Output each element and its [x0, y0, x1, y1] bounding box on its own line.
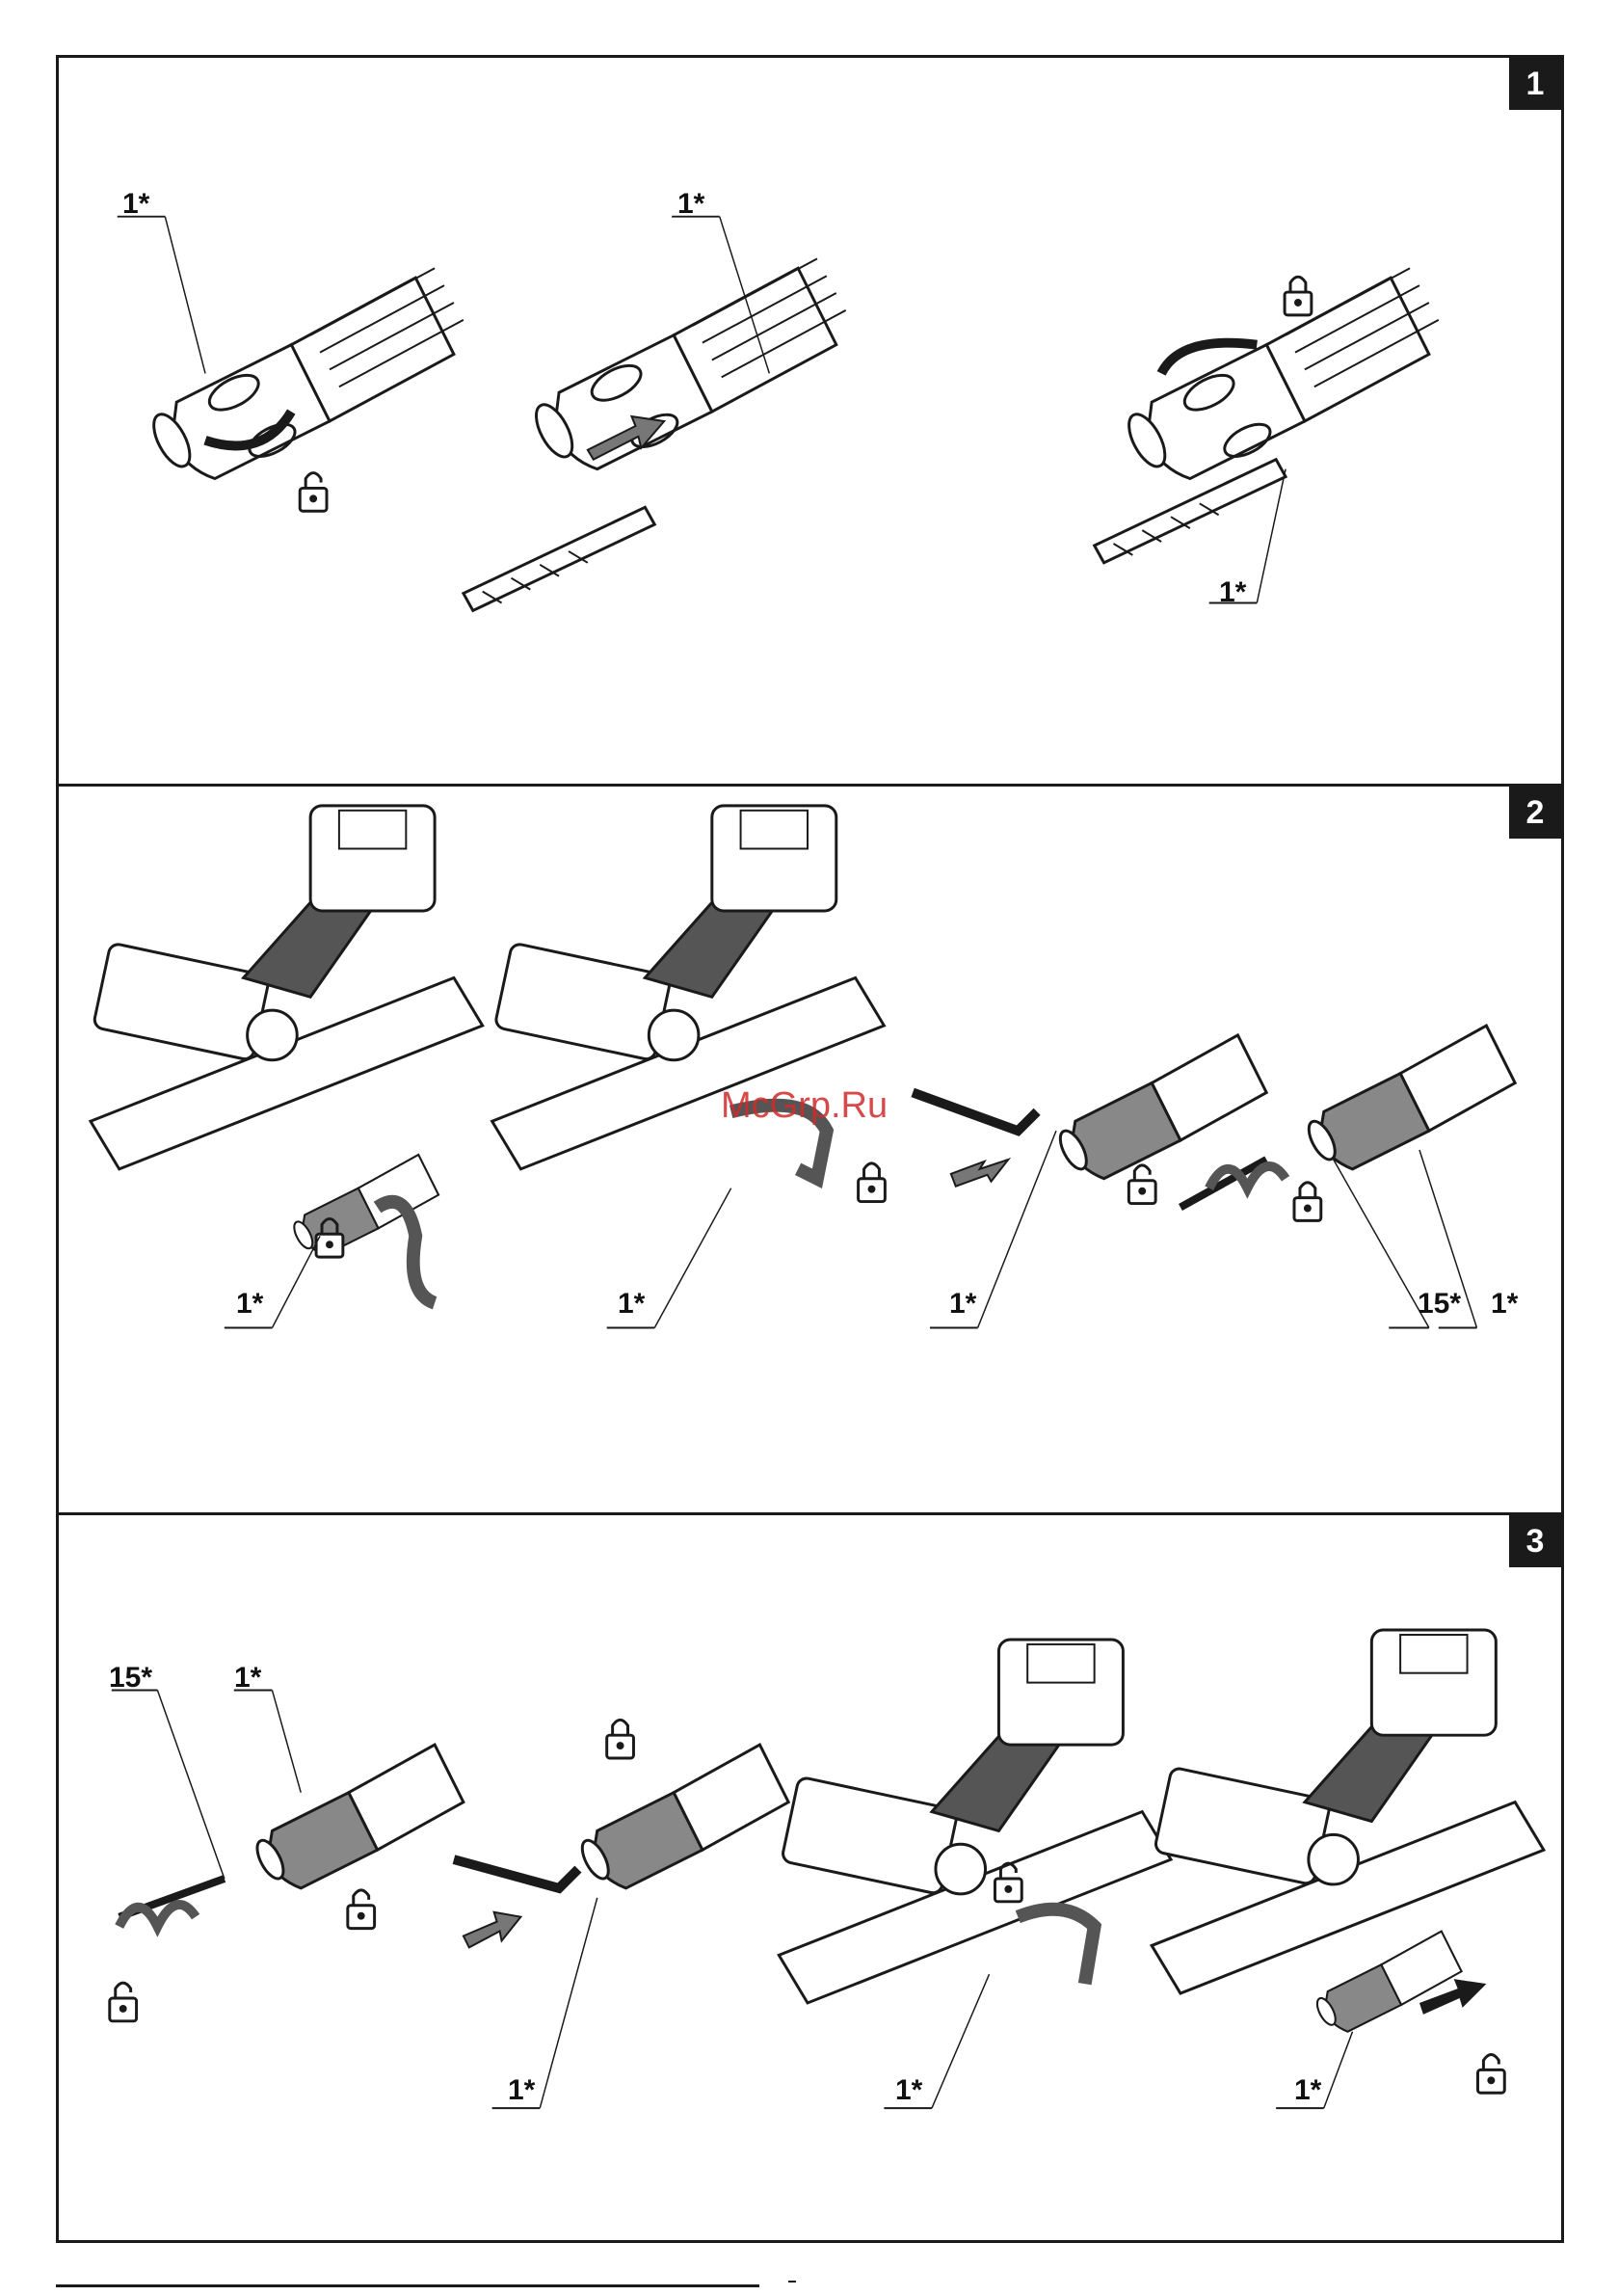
figure-panel-1: 1 [56, 55, 1564, 787]
part-label: 1* [236, 1288, 263, 1321]
rotate-arrow-icon [1018, 1909, 1094, 1984]
unlock-icon [110, 1983, 137, 2021]
panel-1-illustration [59, 58, 1561, 784]
cordless-drill-icon [1152, 1630, 1544, 1993]
drill-chuck-icon [1055, 1035, 1266, 1179]
hex-key-icon [913, 1092, 1037, 1131]
lock-icon [607, 1720, 634, 1758]
drill-chuck-icon [146, 268, 464, 478]
part-label: 1* [895, 2074, 922, 2107]
drill-chuck-icon [529, 258, 846, 468]
part-label: 1* [122, 188, 149, 221]
part-label: 1* [1491, 1288, 1518, 1321]
cordless-drill-icon [91, 806, 483, 1169]
part-label: 1* [618, 1288, 645, 1321]
unlock-icon [1477, 2055, 1504, 2094]
footer-mark [788, 2281, 796, 2283]
push-arrow-icon [951, 1160, 1009, 1187]
push-arrow-icon [464, 1912, 521, 1948]
panel-3-illustration [59, 1515, 1561, 2240]
unlock-icon [348, 1890, 375, 1929]
figure-panel-3: 3 [56, 1512, 1564, 2243]
panel-2-illustration [59, 787, 1561, 1512]
drill-chuck-icon [1122, 268, 1439, 478]
part-label: 1* [508, 2074, 535, 2107]
part-label: 1* [1219, 576, 1246, 609]
lock-icon [859, 1163, 886, 1202]
part-label: 15* [1418, 1288, 1461, 1321]
unlock-icon [1128, 1165, 1155, 1204]
part-label: 1* [1294, 2074, 1321, 2107]
lock-icon [1285, 277, 1312, 315]
lock-icon [1294, 1183, 1321, 1221]
part-label: 15* [109, 1662, 152, 1695]
watermark: McGrp.Ru [721, 1085, 888, 1127]
figure-panel-2: 2 [56, 784, 1564, 1515]
part-label: 1* [234, 1662, 261, 1695]
footer-rule [56, 2284, 759, 2287]
part-label: 1* [949, 1288, 976, 1321]
part-label: 1* [677, 188, 704, 221]
cordless-drill-icon [779, 1640, 1171, 2003]
unlock-icon [300, 473, 327, 512]
rotate-arrow-icon [119, 1905, 196, 1927]
drill-chuck-icon [252, 1745, 463, 1888]
hex-key-icon [454, 1859, 578, 1888]
drill-chuck-icon [1304, 1026, 1515, 1169]
drill-chuck-icon [1313, 1932, 1462, 2032]
drill-chuck-icon [577, 1745, 788, 1888]
drill-bit-icon [464, 507, 654, 610]
